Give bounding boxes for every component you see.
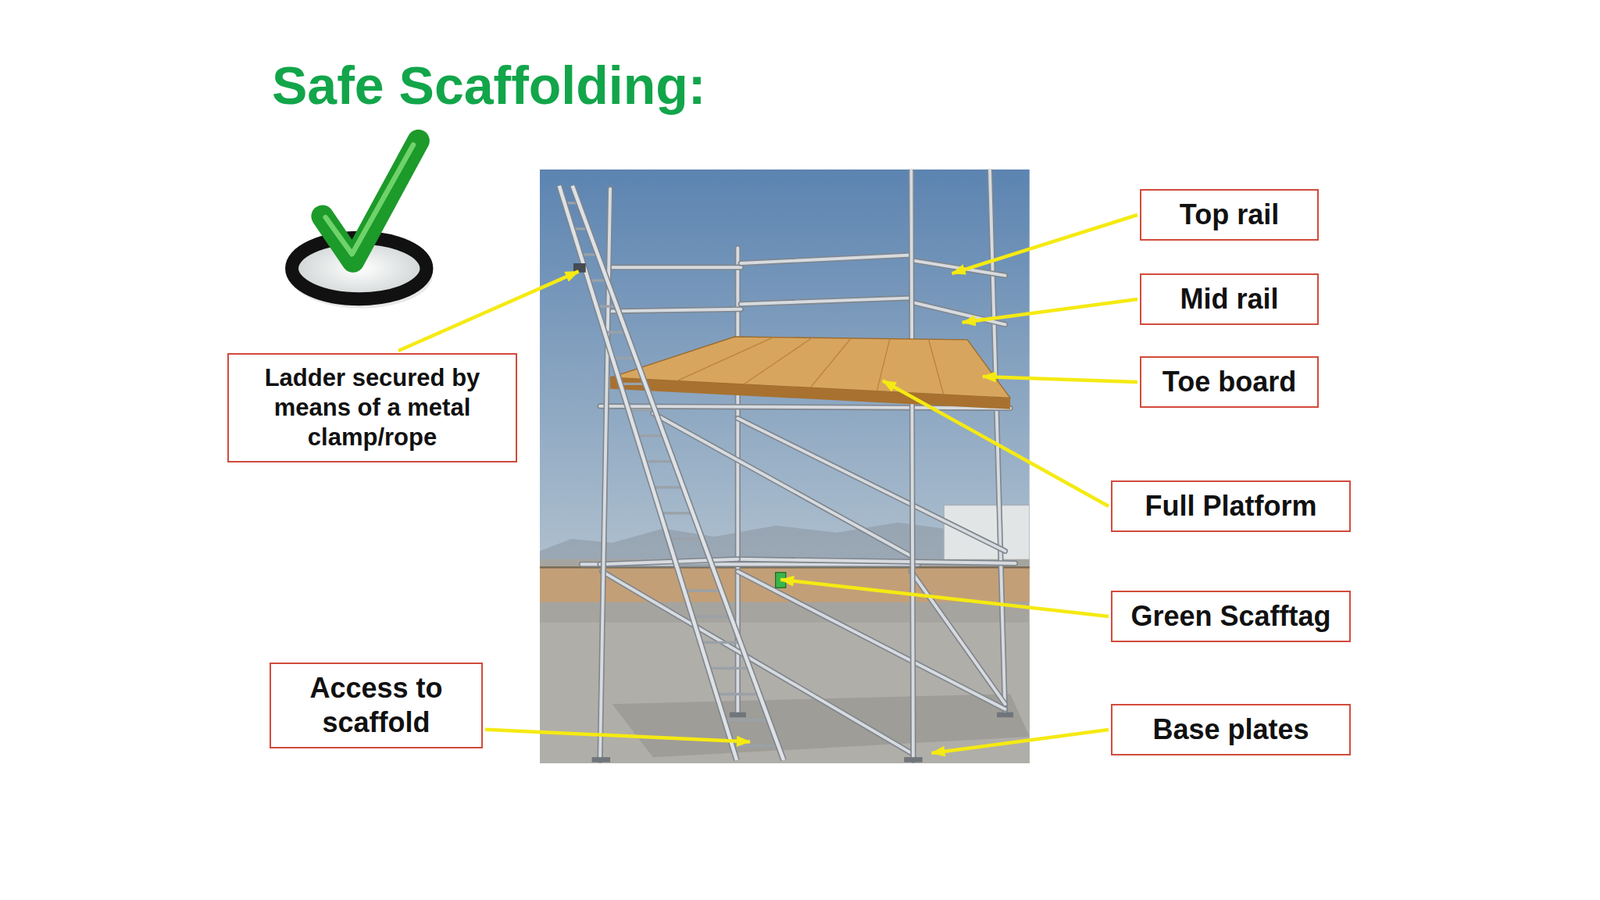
leader-lines <box>398 214 1138 754</box>
ladder-rail-outline <box>559 185 737 761</box>
tube-outline <box>610 309 741 312</box>
ladder-rung <box>676 563 712 566</box>
callout-label: Base plates <box>1152 712 1309 747</box>
slide-title: Safe Scaffolding: <box>271 56 706 115</box>
tube <box>737 559 1015 564</box>
ladder-rail <box>572 185 784 761</box>
ladder-rung <box>660 511 693 515</box>
toe-board <box>610 377 1011 409</box>
callout-box: Access to scaffold <box>269 662 483 749</box>
ladder-rung <box>724 718 769 722</box>
callout-label: Top rail <box>1179 197 1279 233</box>
ladder-rung <box>668 537 703 540</box>
ladder <box>559 185 784 761</box>
board-seam <box>928 339 944 395</box>
tube <box>600 559 738 565</box>
ladder-rail-outline <box>572 185 784 761</box>
ground <box>539 559 1030 764</box>
leader-arrow <box>962 299 1138 323</box>
gravel <box>539 622 1030 764</box>
board-seam <box>743 337 813 385</box>
tube <box>737 571 1005 709</box>
ladder-rung <box>644 460 675 463</box>
ladder-rung <box>700 641 740 644</box>
ladder-rung <box>732 744 779 747</box>
tube-outline <box>737 418 1005 552</box>
callout-box: Ladder secured by means of a metal clamp… <box>227 353 518 463</box>
tube-outline <box>737 559 1015 564</box>
callout-label: Mid rail <box>1179 282 1279 317</box>
check-highlight <box>325 144 414 254</box>
tube-outline <box>737 571 1005 709</box>
ladder-rung <box>684 589 722 593</box>
leader-arrow <box>780 579 1109 617</box>
ladder-rung <box>628 408 655 411</box>
callout-box: Toe board <box>1139 356 1319 408</box>
callout-box: Mid rail <box>1139 273 1319 325</box>
board-seam <box>810 338 851 388</box>
callout-label: Ladder secured by means of a metal clamp… <box>236 363 508 452</box>
leader-arrow <box>882 380 1109 507</box>
tube-outline <box>910 169 914 761</box>
leader-arrow <box>931 729 1109 754</box>
ladder-rung <box>708 667 750 670</box>
callout-label: Toe board <box>1162 364 1297 400</box>
leader-arrow <box>952 214 1138 274</box>
callout-label: Full Platform <box>1144 489 1317 524</box>
tube-outline <box>600 559 738 565</box>
tube <box>910 169 914 761</box>
tube-outline <box>602 571 912 753</box>
tube <box>910 571 1005 704</box>
ladder-rung <box>636 434 665 437</box>
tube <box>610 265 741 269</box>
callout-box: Green Scafftag <box>1110 590 1351 643</box>
tube-outline <box>740 297 911 304</box>
ladder-rung <box>692 615 731 618</box>
tube <box>600 406 1011 409</box>
tube <box>737 418 1005 552</box>
check-stroke <box>322 140 419 261</box>
base-plate <box>592 757 611 763</box>
callout-label: Green Scafftag <box>1130 599 1331 634</box>
callout-label: Access to scaffold <box>278 671 474 740</box>
callout-box: Full Platform <box>1110 480 1351 533</box>
leader-arrow <box>398 271 579 351</box>
checkmark-icon <box>289 140 433 308</box>
tube-outline <box>910 571 1005 704</box>
tube <box>602 571 912 753</box>
tube <box>740 297 911 304</box>
tube <box>740 255 911 264</box>
tube-outline <box>600 406 1011 409</box>
callout-box: Top rail <box>1139 189 1319 241</box>
leader-arrow <box>485 729 750 743</box>
tube <box>610 309 741 312</box>
ladder-rung <box>716 692 760 696</box>
scaffold-photo <box>539 169 1030 764</box>
leader-arrow <box>982 376 1138 383</box>
ladder-rung <box>620 382 646 386</box>
building <box>943 505 1030 567</box>
ladder-rung <box>652 485 684 489</box>
tube-outline <box>910 302 1005 325</box>
base-plate <box>996 712 1014 718</box>
ladder-rail <box>559 185 737 761</box>
callout-box: Base plates <box>1110 703 1351 756</box>
base-plate <box>729 712 747 718</box>
tube <box>910 302 1005 325</box>
tube-outline <box>740 255 911 264</box>
base-plate <box>903 757 923 763</box>
sky <box>539 169 1030 578</box>
tube-outline <box>610 264 741 271</box>
